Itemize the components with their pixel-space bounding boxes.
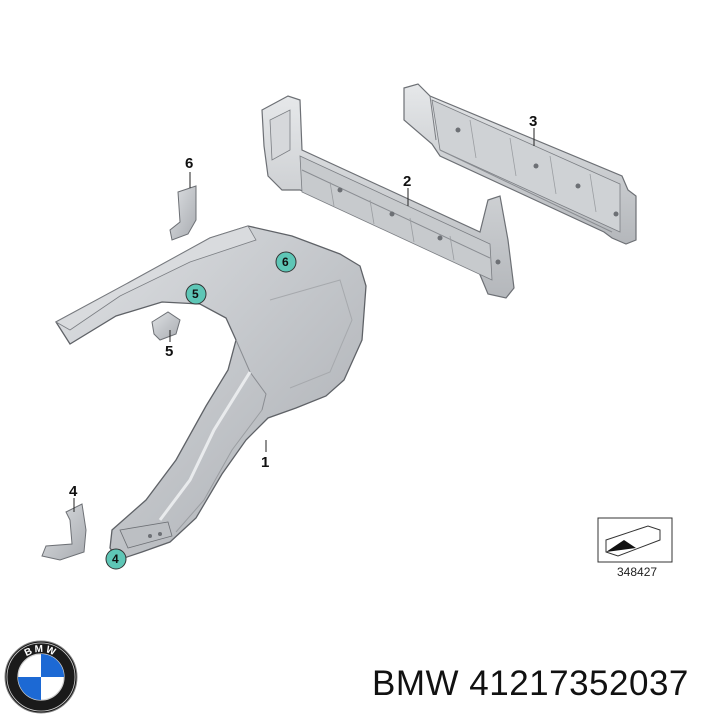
reference-number: 348427 — [617, 565, 657, 579]
svg-text:4: 4 — [112, 552, 119, 566]
circled-callout-4: 4 — [105, 548, 127, 570]
part-4-bracket — [41, 503, 87, 561]
svg-text:5: 5 — [192, 287, 199, 301]
circled-callout-5: 5 — [185, 283, 207, 305]
part-number-caption: BMW 41217352037 — [372, 664, 689, 703]
part-5-bracket — [151, 311, 181, 341]
part-1-side-panel — [55, 225, 367, 561]
part-6-bracket — [169, 185, 197, 241]
callout-3: 3 — [529, 113, 537, 130]
callout-2: 2 — [403, 173, 411, 190]
circled-callout-6: 6 — [275, 251, 297, 273]
svg-text:6: 6 — [282, 255, 289, 269]
part-3-cross-member — [403, 83, 637, 245]
callout-6: 6 — [185, 155, 193, 172]
reference-symbol: 348427 — [597, 517, 673, 579]
svg-text:BMW: BMW — [23, 644, 59, 659]
part-2-cross-member — [261, 95, 515, 299]
callout-5: 5 — [165, 343, 173, 360]
callout-4: 4 — [69, 483, 78, 500]
callout-1: 1 — [261, 454, 269, 471]
bmw-roundel-icon: BMW — [4, 640, 78, 714]
